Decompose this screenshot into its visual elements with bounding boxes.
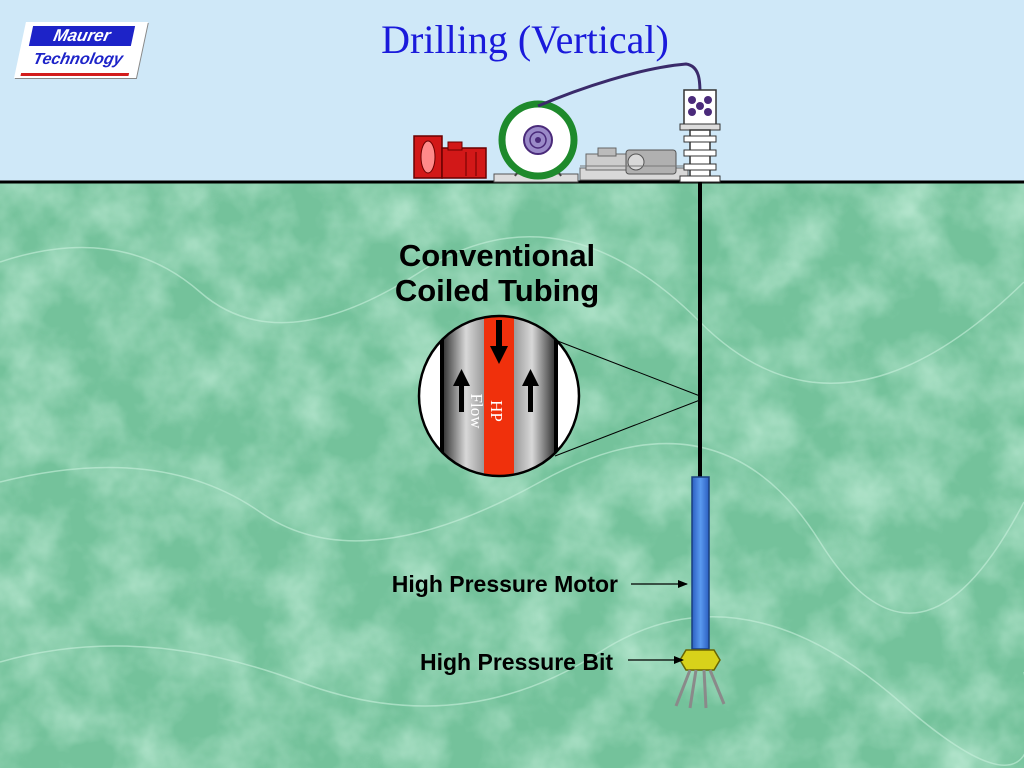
coiled-tubing-reel xyxy=(493,100,579,183)
slide-title: Drilling (Vertical) xyxy=(381,17,669,62)
bit-label: High Pressure Bit xyxy=(420,649,613,675)
heading-line-2: Coiled Tubing xyxy=(394,273,600,308)
wellhead-stack xyxy=(679,129,721,183)
tubing-over-gooseneck xyxy=(537,62,702,108)
injector-head xyxy=(679,89,721,131)
motor-label: High Pressure Motor xyxy=(391,571,618,597)
zoom-line-top xyxy=(554,339,701,397)
high-pressure-motor xyxy=(691,476,710,650)
hp-flow-label: HP Flow xyxy=(467,393,506,429)
return-up-arrow-left xyxy=(453,369,470,412)
pump-cabin-unit xyxy=(579,147,690,181)
high-pressure-bit xyxy=(674,649,726,709)
heading-line-1: Conventional xyxy=(398,238,596,273)
return-up-arrow-right xyxy=(522,369,539,412)
power-pack-unit xyxy=(413,135,487,179)
diagram-heading: Conventional Coiled Tubing xyxy=(360,238,634,308)
zoom-line-bottom xyxy=(554,399,701,457)
flow-down-arrow xyxy=(490,320,508,364)
tubing-cross-section-inset xyxy=(417,314,581,478)
